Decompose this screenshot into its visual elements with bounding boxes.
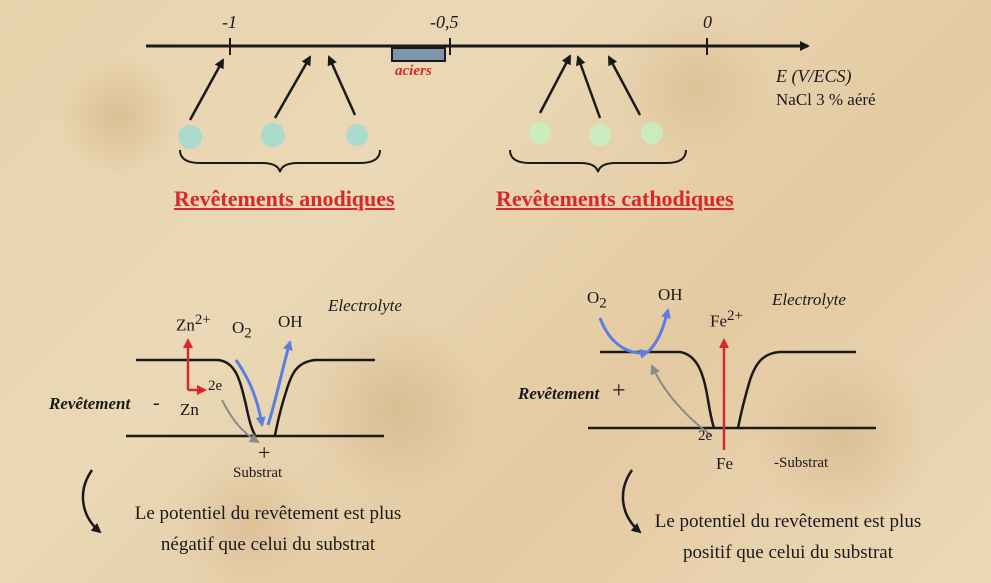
cathodic-arrow-2 xyxy=(576,55,602,119)
anodic-coating-label: Revêtement xyxy=(49,394,131,413)
axis-tick-label-zero: 0 xyxy=(703,12,712,32)
cathodic-fe-label: Fe xyxy=(716,454,733,473)
anodic-coating-profile-right xyxy=(273,358,375,436)
axis-unit-label: E (V/ECS) xyxy=(776,66,852,86)
cathodic-coating-label: Revêtement xyxy=(518,384,600,403)
anodic-caption-line1: Le potentiel du revêtement est plus xyxy=(134,503,402,524)
cathodic-brace xyxy=(509,149,687,173)
cathodic-arrow-3 xyxy=(607,55,642,116)
cathodic-substrate-label: -Substrat xyxy=(774,455,829,471)
anodic-substrate-label: Substrat xyxy=(233,465,283,481)
anodic-arrow-1 xyxy=(188,58,225,121)
cathodic-coating-profile xyxy=(600,350,716,429)
anodic-oh-arrow xyxy=(266,340,293,426)
anodic-caption-line2: négatif que celui du substrat xyxy=(160,534,376,555)
cathodic-dot-1 xyxy=(529,122,551,144)
anodic-o2-label: O2 xyxy=(232,318,252,342)
cathodic-caption-pointer xyxy=(621,469,642,534)
anodic-dot-2 xyxy=(261,123,285,147)
medium-label: NaCl 3 % aéré xyxy=(776,90,876,109)
steel-range-box xyxy=(391,47,446,62)
cathodic-coating-sign: + xyxy=(612,378,626,404)
cathodic-caption-line2: positif que celui du substrat xyxy=(682,542,894,563)
anodic-coatings-title: Revêtements anodiques xyxy=(174,186,395,211)
cathodic-dot-3 xyxy=(641,122,663,144)
anodic-dot-3 xyxy=(346,124,368,146)
anodic-arrow-3 xyxy=(327,55,357,116)
cathodic-grey-arrow xyxy=(650,364,713,437)
anodic-plus-sign: + xyxy=(258,440,271,465)
anodic-zn-ion-label: Zn2+ xyxy=(176,312,211,335)
anodic-grey-arrow xyxy=(221,399,260,444)
anodic-brace xyxy=(179,149,381,173)
cathodic-caption-line1: Le potentiel du revêtement est plus xyxy=(654,511,922,532)
cathodic-fe-ion-label: Fe2+ xyxy=(710,308,743,331)
cathodic-oh-arrow xyxy=(646,308,671,354)
anodic-oh-label: OH xyxy=(278,312,303,331)
cathodic-electrons-label: 2e xyxy=(698,428,713,444)
anodic-electrolyte-label: Electrolyte xyxy=(328,296,402,315)
cathodic-oh-label: OH xyxy=(658,285,683,304)
cathodic-o2-label: O2 xyxy=(587,288,607,312)
steel-label: aciers xyxy=(395,63,432,79)
anodic-coating-profile xyxy=(136,358,257,436)
cathodic-coatings-title: Revêtements cathodiques xyxy=(496,186,734,211)
cathodic-o2-arrow xyxy=(598,317,650,359)
cathodic-arrow-1 xyxy=(538,54,572,114)
axis-tick-label-minus1: -1 xyxy=(222,12,237,32)
anodic-arrow-2 xyxy=(273,55,312,119)
cathodic-electrolyte-label: Electrolyte xyxy=(772,290,846,309)
cathodic-dot-2 xyxy=(589,124,611,146)
axis-tick-label-minus05: -0,5 xyxy=(430,12,459,32)
anodic-caption-pointer xyxy=(81,469,102,534)
cathodic-coating-profile-right xyxy=(736,350,856,429)
cathodic-caption: Le potentiel du revêtement est plus posi… xyxy=(628,506,948,568)
anodic-o2-arrow xyxy=(234,359,266,427)
anodic-electrons-label: 2e xyxy=(208,378,223,394)
anodic-zn-label: Zn xyxy=(180,400,199,419)
anodic-dot-1 xyxy=(178,125,202,149)
anodic-caption: Le potentiel du revêtement est plus néga… xyxy=(118,498,418,560)
anodic-coating-sign: - xyxy=(153,392,160,414)
